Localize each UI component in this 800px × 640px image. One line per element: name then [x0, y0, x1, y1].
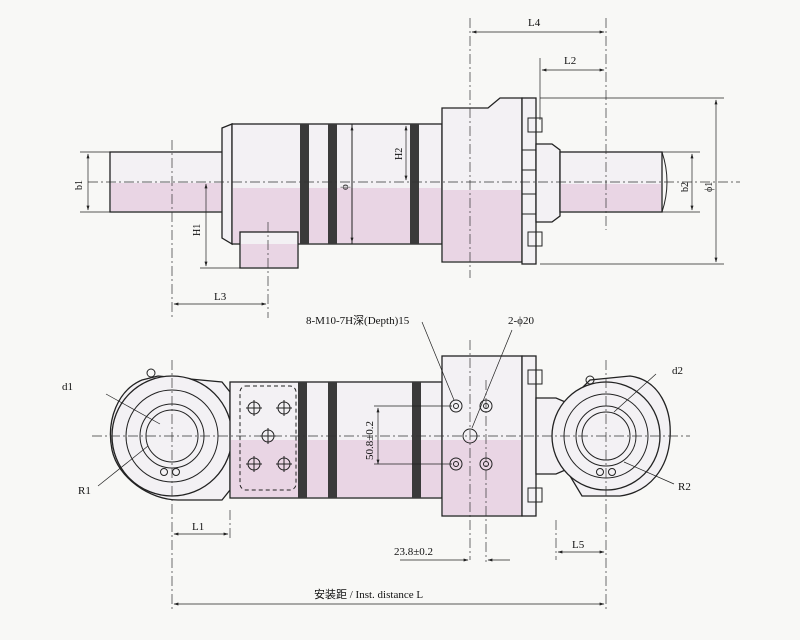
label-h2: H2: [394, 148, 405, 160]
label-phi1: ϕ1: [704, 182, 715, 192]
label-h1: H1: [192, 224, 203, 236]
label-phi: ϕ: [339, 184, 351, 190]
label-b1: b1: [74, 180, 85, 190]
gland-top: [535, 143, 561, 223]
port-flange-holes: [246, 400, 292, 472]
label-d1: d1: [62, 381, 73, 393]
bottom-view: [92, 321, 690, 612]
left-cap-top: [221, 123, 233, 246]
label-r2: R2: [678, 481, 691, 493]
label-l5: L5: [572, 539, 585, 551]
label-l1: L1: [192, 521, 204, 533]
seal-band-2: [328, 124, 337, 244]
seal-band-6: [412, 382, 421, 498]
label-l4: L4: [528, 17, 541, 29]
label-inst-distance: 安装距 / Inst. distance L: [314, 587, 423, 601]
seal-band-3: [410, 124, 419, 244]
label-l2: L2: [564, 55, 576, 67]
label-r1: R1: [78, 485, 91, 497]
seal-band-5: [328, 382, 337, 498]
port-flange-hidden: [239, 385, 297, 491]
seal-band-1: [300, 124, 309, 244]
label-l3: L3: [214, 291, 227, 303]
label-b2: b2: [680, 182, 691, 192]
thread-callout: 8-M10-7H深(Depth)15: [306, 314, 410, 327]
label-50-8: 50.8±0.2: [364, 421, 376, 460]
top-view: [80, 18, 740, 318]
hole-callout: 2-ϕ20: [508, 315, 534, 327]
label-23-8: 23.8±0.2: [394, 546, 433, 558]
label-d2: d2: [672, 365, 683, 377]
seal-band-4: [298, 382, 307, 498]
head-flange-top: [521, 97, 537, 265]
